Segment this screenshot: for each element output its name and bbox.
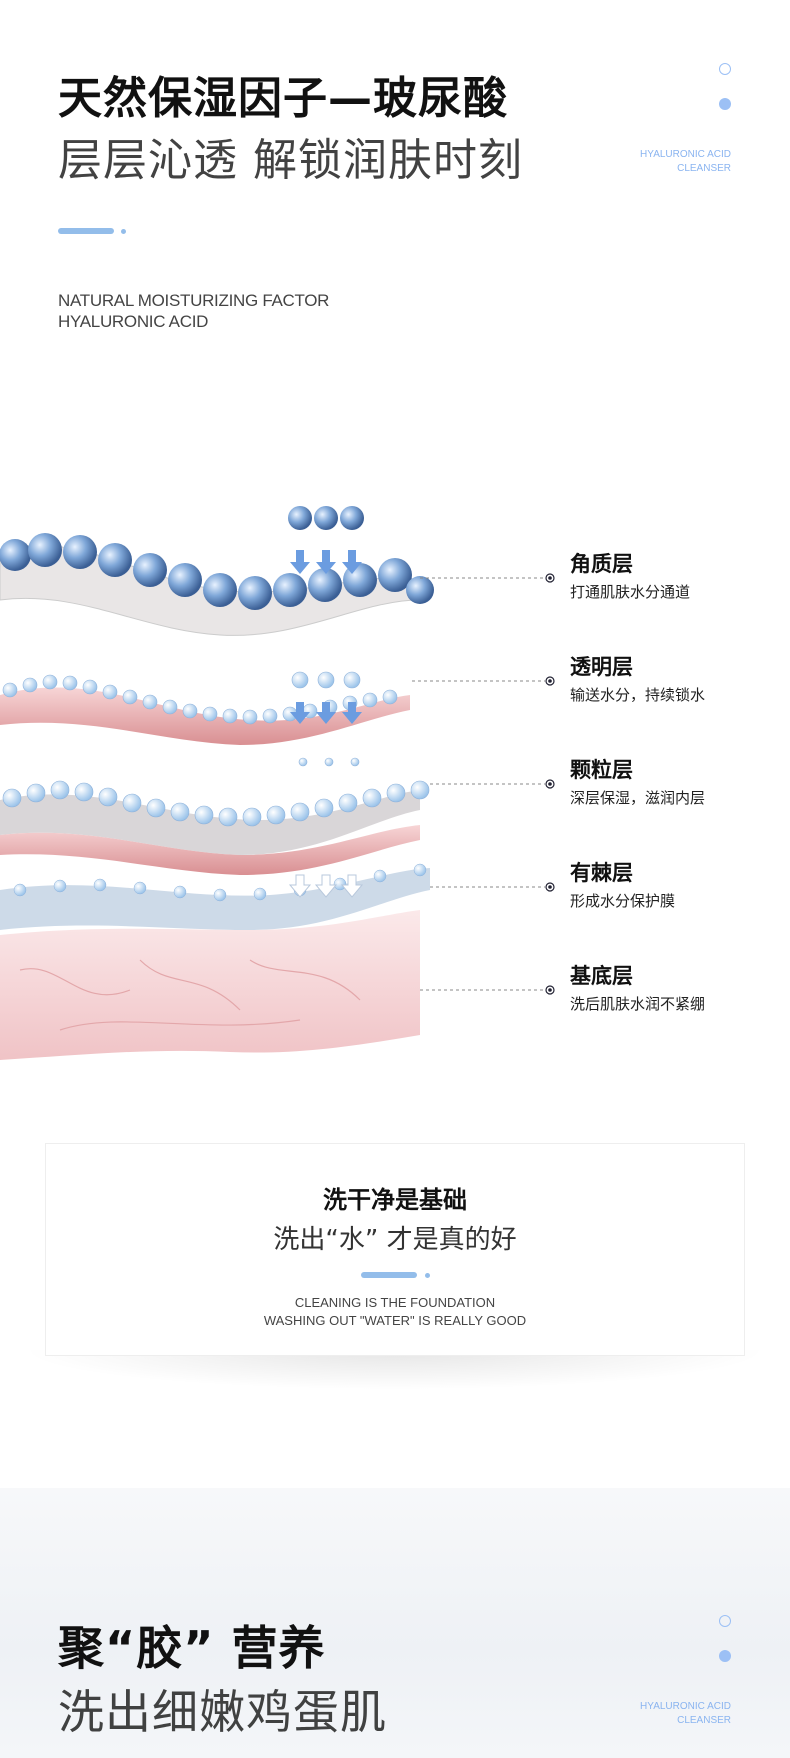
layer-desc: 深层保湿，滋润内层 [570,789,706,807]
layer-label-stratum-basale: 基底层 洗后肌肤水润不紧绷 [570,960,705,1014]
layer-title: 角质层 [570,552,633,576]
section2-background [0,1488,790,1758]
layer-title: 有棘层 [570,861,633,885]
layer-title: 颗粒层 [570,758,633,782]
layer-label-stratum-granulosum: 颗粒层 深层保湿，滋润内层 [570,754,705,808]
side-label-line: CLEANSER [677,1715,731,1726]
card-accent [46,1272,744,1278]
pager-dot-filled-icon [719,1650,731,1662]
layer-title: 基底层 [570,964,633,988]
english-caption: NATURAL MOISTURIZING FACTOR HYALURONIC A… [58,290,329,332]
layer-title: 透明层 [570,655,633,679]
section2-title: 聚“胶” 营养 [58,1621,326,1675]
section-title: 天然保湿因子—玻尿酸 [58,73,508,124]
section-subtitle: 层层沁透 解锁润肤时刻 [58,135,523,186]
side-label-line: HYALURONIC ACID [640,149,731,160]
english-line: WASHING OUT "WATER" IS REALLY GOOD [263,1313,527,1328]
card-subtitle: 洗出“水” 才是真的好 [273,1225,517,1255]
side-label: HYALURONIC ACID CLEANSER [581,148,731,176]
accent-bar [58,228,114,234]
section2-subtitle: 洗出细嫩鸡蛋肌 [58,1685,387,1739]
layer-desc: 打通肌肤水分通道 [570,583,691,601]
layer-label-stratum-corneum: 角质层 打通肌肤水分通道 [570,548,690,602]
side-label-line: HYALURONIC ACID [640,1701,731,1712]
accent-dot [121,229,126,234]
layer-label-stratum-spinosum: 有棘层 形成水分保护膜 [570,857,675,911]
card-title: 洗干净是基础 [323,1186,467,1214]
card-english: CLEANING IS THE FOUNDATION WASHING OUT "… [46,1294,744,1330]
layer-desc: 形成水分保护膜 [570,892,676,910]
english-line: CLEANING IS THE FOUNDATION [294,1295,496,1310]
pager-dot-filled-icon [719,98,731,110]
accent-dot [424,1272,430,1278]
card-shadow [20,1350,770,1390]
info-card: 洗干净是基础 洗出“水” 才是真的好 CLEANING IS THE FOUND… [45,1143,745,1356]
layer-label-stratum-lucidum: 透明层 输送水分，持续锁水 [570,651,705,705]
side-label-line: CLEANSER [677,163,731,174]
pager-dot-empty-icon [719,1615,731,1627]
layer-desc: 洗后肌肤水润不紧绷 [570,995,706,1013]
accent-bar [360,1272,417,1278]
english-line: NATURAL MOISTURIZING FACTOR [58,291,330,310]
skin-layers-illustration [0,506,555,1060]
english-line: HYALURONIC ACID [58,312,209,331]
pager-dot-empty-icon [719,63,731,75]
side-label: HYALURONIC ACID CLEANSER [581,1700,731,1728]
layer-desc: 输送水分，持续锁水 [570,686,706,704]
